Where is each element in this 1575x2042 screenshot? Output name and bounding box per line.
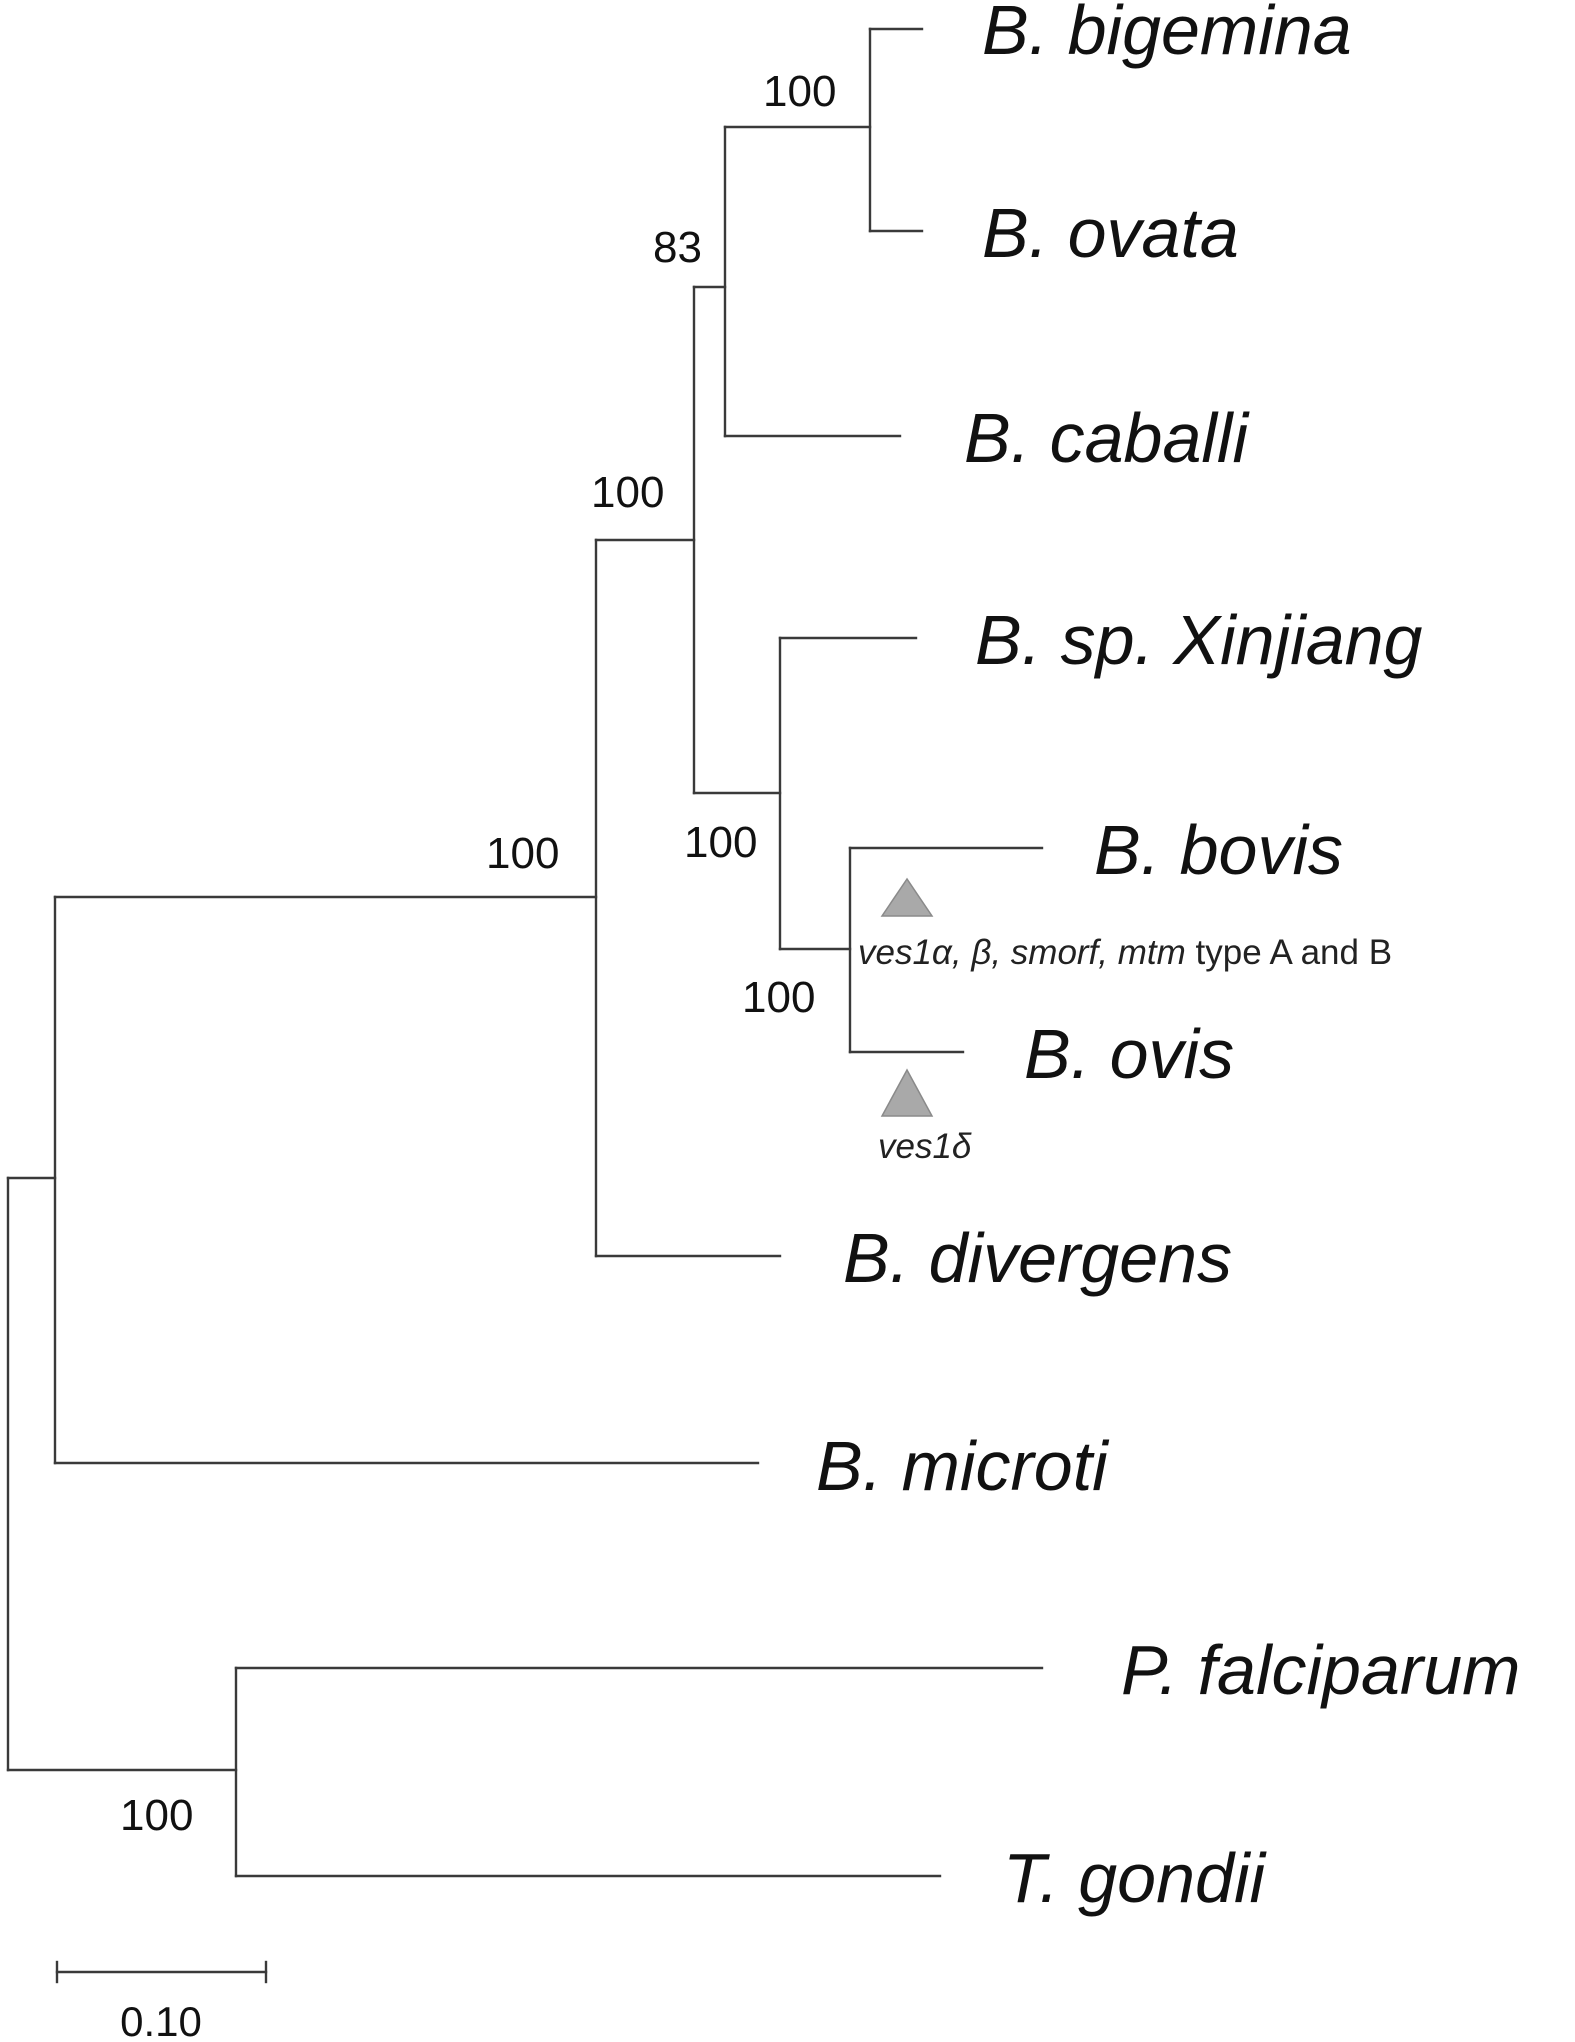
taxon-label-bigemina: B. bigemina bbox=[982, 0, 1352, 69]
tree-branches bbox=[6, 27, 1044, 1878]
taxon-label-ovata: B. ovata bbox=[982, 194, 1239, 272]
annotation-ovis-genes: ves1δ bbox=[878, 1127, 972, 1166]
annotation-bovis-genes-italic: ves1α, β, smorf, mtm bbox=[858, 933, 1186, 972]
gene-annotations: ves1α, β, smorf, mtm type A and B ves1δ bbox=[858, 877, 1392, 1166]
support-value-xinjiang-clade: 100 bbox=[684, 818, 757, 867]
taxon-label-divergens: B. divergens bbox=[843, 1219, 1232, 1297]
taxon-label-caballi: B. caballi bbox=[964, 399, 1250, 477]
support-value-bovis-ovis: 100 bbox=[742, 973, 815, 1022]
scale-bar-label: 0.10 bbox=[120, 1998, 202, 2042]
support-values: 100 83 100 100 100 100 100 bbox=[120, 67, 836, 1840]
annotation-ovis-genes-italic: ves1δ bbox=[878, 1127, 972, 1166]
taxon-label-falciparum: P. falciparum bbox=[1121, 1631, 1520, 1709]
taxon-label-xinjiang: B. sp. Xinjiang bbox=[975, 601, 1423, 679]
support-value-babesia-sensu-stricto: 100 bbox=[486, 829, 559, 878]
triangle-marker-icon bbox=[880, 877, 934, 917]
scale-bar: 0.10 bbox=[55, 1960, 268, 2042]
annotation-bovis-genes-plain: type A and B bbox=[1186, 933, 1392, 972]
annotation-bovis-genes: ves1α, β, smorf, mtm type A and B bbox=[858, 933, 1392, 972]
support-value-bigemina-ovata: 100 bbox=[763, 67, 836, 116]
taxon-label-gondii: T. gondii bbox=[1003, 1839, 1268, 1917]
taxon-label-ovis: B. ovis bbox=[1024, 1015, 1234, 1093]
taxon-labels: B. bigemina B. ovata B. caballi B. sp. X… bbox=[816, 0, 1520, 1917]
triangle-marker-icon bbox=[880, 1068, 934, 1117]
support-value-piroplasm-core: 100 bbox=[591, 468, 664, 517]
support-value-with-caballi: 83 bbox=[653, 223, 702, 272]
support-value-outgroup: 100 bbox=[120, 1791, 193, 1840]
taxon-label-bovis: B. bovis bbox=[1094, 811, 1343, 889]
taxon-label-microti: B. microti bbox=[816, 1427, 1110, 1505]
